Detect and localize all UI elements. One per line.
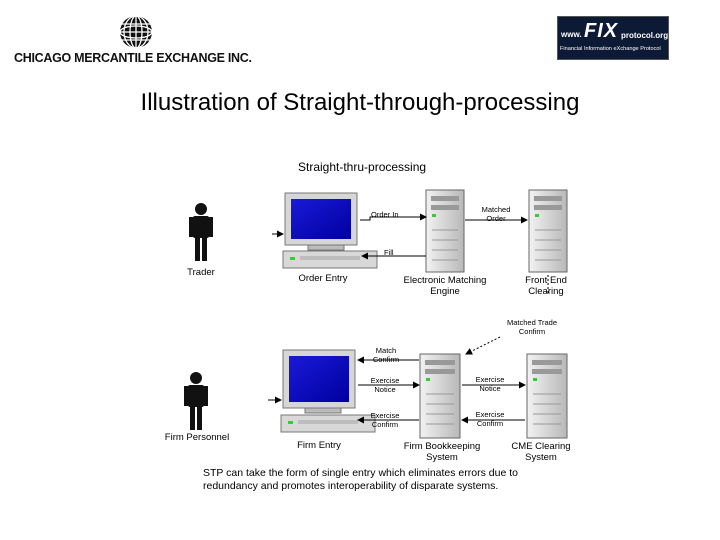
globe-icon	[119, 15, 153, 49]
firm-bookkeeping-server-icon	[419, 353, 461, 439]
fix-logo-www: www.	[561, 30, 582, 39]
order-in-label: Order In	[371, 210, 399, 219]
fix-logo-tagline: Financial Information eXchange Protocol	[560, 46, 661, 52]
cme-clearing-label: CME Clearing System	[511, 441, 571, 463]
match-confirm-label: Match Confirm	[372, 346, 400, 364]
order-entry-label: Order Entry	[298, 273, 348, 284]
fix-protocol-logo: www. FIX protocol.org Financial Informat…	[557, 16, 669, 60]
trade-confirm-to-bookkeeping-arrow	[465, 336, 501, 355]
firm-personnel-label: Firm Personnel	[164, 432, 230, 443]
exercise-notice-left-label: Exercise Notice	[370, 376, 400, 394]
firm-personnel-person-icon	[184, 372, 208, 430]
exercise-notice-right-label: Exercise Notice	[475, 375, 505, 393]
slide-title: Illustration of Straight-through-process…	[140, 89, 580, 116]
firm-entry-label: Firm Entry	[297, 440, 341, 451]
front-end-clearing-label: Front End Clearing	[525, 275, 567, 297]
order-in-arrow	[360, 213, 427, 221]
trader-person-icon	[189, 203, 213, 261]
front-end-clearing-server-icon	[528, 189, 568, 273]
matched-trade-confirm-label: Matched Trade Confirm	[506, 318, 558, 336]
fix-logo-fix: FIX	[584, 20, 619, 42]
firm-entry-computer-icon	[280, 349, 376, 433]
matched-order-label: Matched Order	[481, 205, 511, 223]
order-entry-computer-icon	[282, 192, 378, 269]
trader-label: Trader	[187, 267, 215, 278]
cme-logo-text: CHICAGO MERCANTILE EXCHANGE INC.	[14, 51, 252, 65]
exercise-confirm-right-label: Exercise Confirm	[475, 410, 505, 428]
firm-bookkeeping-label: Firm Bookkeeping System	[403, 441, 481, 463]
diagram-heading: Straight-thru-processing	[298, 160, 427, 174]
fill-label: Fill	[384, 248, 394, 257]
matching-engine-label: Electronic Matching Engine	[403, 275, 487, 297]
exercise-confirm-left-label: Exercise Confirm	[370, 411, 400, 429]
stp-caption: STP can take the form of single entry wh…	[203, 467, 518, 492]
fix-logo-domain: protocol.org	[621, 31, 669, 40]
matching-engine-server-icon	[425, 189, 465, 273]
cme-clearing-server-icon	[526, 353, 568, 439]
